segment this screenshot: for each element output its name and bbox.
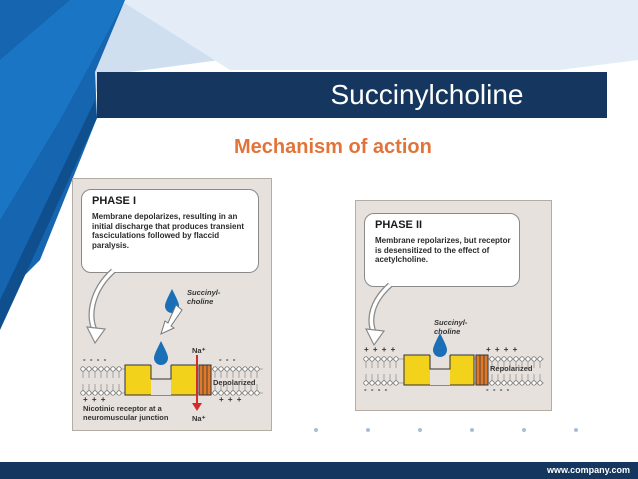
phase2-charges-top-left: + + + +: [364, 345, 397, 354]
lipid-head: [230, 366, 236, 372]
phase1-panel: PHASE I Membrane depolarizes, resulting …: [72, 178, 272, 431]
phase2-heading: PHASE II: [375, 219, 423, 231]
phase1-description: Membrane depolarizes, resulting in an in…: [92, 212, 245, 250]
phase1-callout: PHASE I Membrane depolarizes, resulting …: [81, 189, 259, 273]
phase1-tail-head: [85, 326, 107, 345]
lipid-head: [507, 356, 513, 362]
lipid-head: [224, 366, 230, 372]
phase1-drug-label: Succinyl- choline: [187, 288, 221, 306]
lipid-head: [110, 366, 116, 372]
na-bottom-label: Na⁺: [192, 414, 206, 423]
lipid-head: [236, 366, 242, 372]
lipid-head: [495, 356, 501, 362]
hollow-arrow-icon: [160, 304, 183, 335]
lipid-head: [98, 366, 104, 372]
phase1-charges-bottom-left: + + +: [83, 395, 107, 404]
lipid-head: [525, 356, 531, 362]
lipid-head: [212, 390, 218, 396]
title-bar: Succinylcholine: [97, 72, 607, 118]
dot: [418, 428, 422, 432]
lipid-head: [242, 366, 248, 372]
lipid-head: [531, 380, 537, 386]
lipid-head: [387, 356, 393, 362]
lipid-head: [393, 356, 399, 362]
lipid-head: [513, 380, 519, 386]
dot: [522, 428, 526, 432]
lipid-head: [242, 390, 248, 396]
lipid-head: [537, 356, 543, 362]
phase2-channel: [475, 354, 489, 386]
lipid-head: [537, 380, 543, 386]
lipid-head: [80, 366, 86, 372]
phase1-channel: [198, 364, 212, 396]
lipid-head: [116, 366, 122, 372]
lipid-head: [387, 380, 393, 386]
lipid-head: [513, 356, 519, 362]
phase2-drug-label: Succinyl- choline: [434, 318, 468, 336]
phase2-state-label: Repolarized: [490, 364, 533, 373]
dot: [314, 428, 318, 432]
bg-blue-wedge-inner: [0, 0, 125, 220]
phase2-drug-drop-icon: [433, 333, 447, 357]
lipid-head: [254, 366, 260, 372]
slide-subtitle: Mechanism of action: [234, 136, 432, 158]
phase2-charges-top-right: + + + +: [486, 345, 519, 354]
lipid-head: [248, 390, 254, 396]
lipid-head: [525, 380, 531, 386]
phase1-charges-bottom-right: + + +: [219, 395, 243, 404]
lipid-head: [501, 356, 507, 362]
lipid-head: [363, 356, 369, 362]
bg-pale-swoosh: [120, 0, 638, 70]
receptor-label: Nicotinic receptor at a neuromuscular ju…: [83, 404, 169, 422]
lipid-head: [375, 356, 381, 362]
phase1-heading: PHASE I: [92, 195, 137, 207]
phase2-callout: PHASE II Membrane repolarizes, but recep…: [364, 213, 520, 287]
dot: [574, 428, 578, 432]
lipid-head: [519, 380, 525, 386]
slide-title: Succinylcholine: [330, 79, 524, 110]
bound-drug-drop-icon: [154, 341, 168, 365]
phase2-description: Membrane repolarizes, but receptor is de…: [375, 236, 511, 264]
lipid-head: [218, 366, 224, 372]
lipid-head: [110, 390, 116, 396]
lipid-head: [381, 356, 387, 362]
lipid-head: [519, 356, 525, 362]
lipid-head: [248, 366, 254, 372]
lipid-head: [393, 380, 399, 386]
footer-url: www.company.com: [546, 465, 630, 475]
lipid-head: [531, 356, 537, 362]
dot: [470, 428, 474, 432]
phase2-panel: PHASE II Membrane repolarizes, but recep…: [355, 200, 552, 411]
phase2-tail-head: [364, 328, 386, 347]
phase1-diagram: [80, 268, 263, 411]
na-top-label: Na⁺: [192, 346, 206, 355]
footer-bar: www.company.com: [0, 462, 638, 479]
dot: [366, 428, 370, 432]
lipid-head: [369, 356, 375, 362]
lipid-head: [212, 366, 218, 372]
lipid-head: [104, 366, 110, 372]
phase1-charges-top-left: - - - -: [83, 355, 108, 364]
phase2-charges-bottom-left: - - - -: [364, 385, 389, 394]
lipid-head: [116, 390, 122, 396]
sodium-arrow-head: [192, 403, 202, 411]
decorative-dots: [300, 428, 600, 438]
lipid-head: [92, 366, 98, 372]
phase1-charges-top-right: - - -: [219, 355, 237, 364]
lipid-head: [489, 356, 495, 362]
phase1-state-label: Depolarized: [213, 378, 256, 387]
phase2-diagram: [363, 282, 544, 386]
phase2-charges-bottom-right: - - - -: [486, 385, 511, 394]
lipid-head: [254, 390, 260, 396]
lipid-head: [86, 366, 92, 372]
bg-blue-edge: [0, 100, 97, 330]
